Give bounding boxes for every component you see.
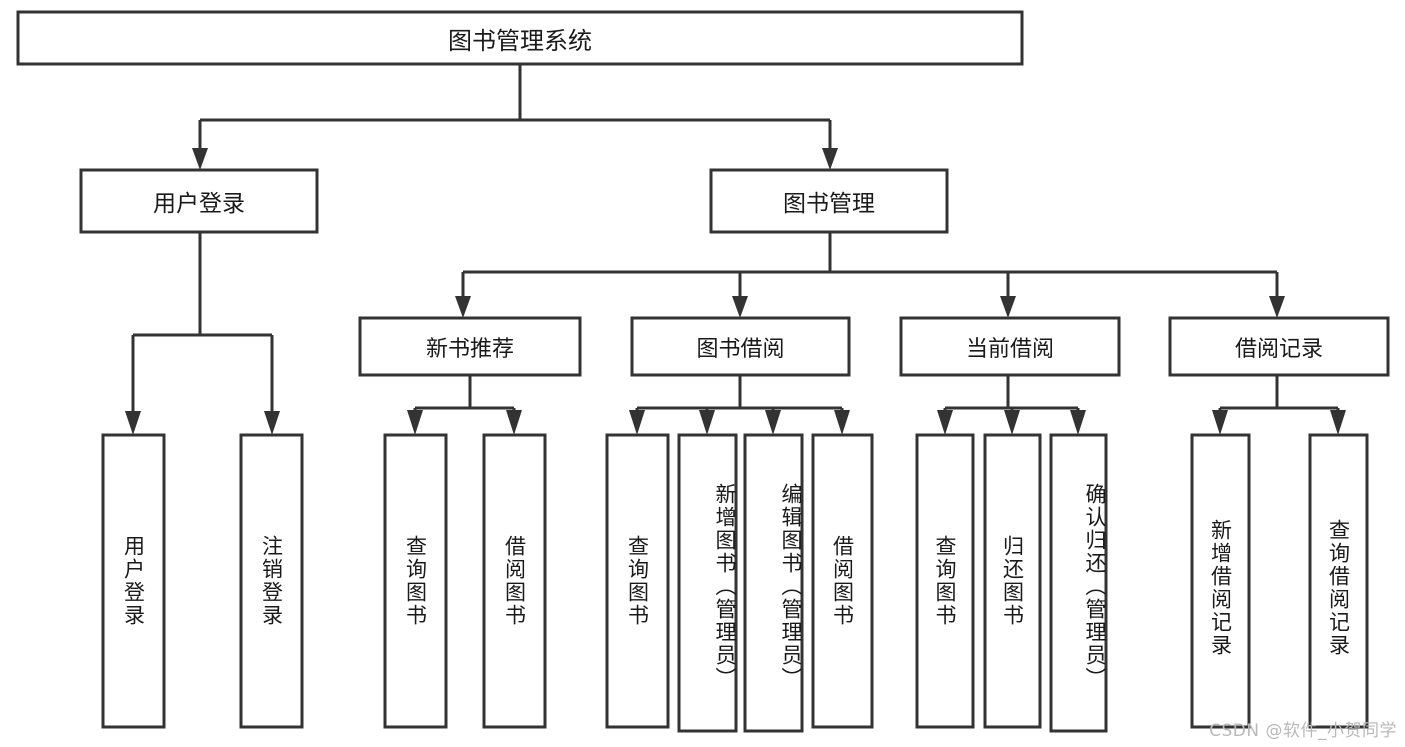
arrow-head-new-book-rec	[455, 296, 471, 318]
node-leaf-query-book-cur[interactable]	[915, 433, 975, 729]
node-leaf-query-book-rec[interactable]	[383, 433, 448, 729]
arrow-head-leaf-user-logout	[264, 411, 280, 435]
arrow-head-current-borrow	[1000, 296, 1016, 318]
node-root[interactable]	[16, 10, 1024, 66]
connector-group-book-borrow	[629, 375, 850, 435]
node-leaf-confirm-return[interactable]	[1049, 433, 1108, 733]
arrow-head-borrow-record	[1269, 296, 1285, 318]
arrow-head-user-login	[192, 148, 208, 170]
node-leaf-add-borrow-record[interactable]	[1190, 433, 1251, 729]
node-book-manage[interactable]	[709, 168, 949, 234]
arrow-head-leaf-borrow-book	[834, 410, 850, 435]
arrow-head-leaf-add-book	[699, 410, 715, 435]
arrow-head-leaf-query-book-cur	[937, 410, 953, 435]
arrow-head-leaf-user-login	[125, 411, 141, 435]
arrow-head-leaf-query-book-rec	[407, 410, 423, 435]
arrow-head-leaf-edit-book	[765, 410, 781, 435]
connector-group-borrow-record	[1212, 375, 1346, 435]
node-leaf-query-book-borrow[interactable]	[605, 433, 670, 729]
node-leaf-edit-book[interactable]	[743, 433, 804, 733]
arrow-head-leaf-add-borrow-record	[1212, 410, 1228, 435]
node-leaf-borrow-book[interactable]	[811, 433, 874, 729]
arrow-head-book-manage	[822, 148, 838, 170]
node-leaf-borrow-book-rec[interactable]	[482, 433, 547, 729]
connector-group-book-manage	[455, 232, 1285, 318]
connector-group-root	[192, 64, 838, 170]
connector-group-current-borrow	[937, 375, 1086, 435]
node-leaf-user-logout[interactable]	[239, 433, 304, 729]
arrow-head-leaf-query-book-borrow	[629, 410, 645, 435]
node-leaf-query-borrow-record[interactable]	[1308, 433, 1369, 729]
node-borrow-record[interactable]	[1168, 316, 1390, 377]
node-leaf-user-login[interactable]	[101, 433, 166, 729]
node-current-borrow[interactable]	[899, 316, 1121, 377]
arrow-head-leaf-borrow-book-rec	[506, 410, 522, 435]
node-user-login[interactable]	[79, 168, 319, 234]
arrow-head-book-borrow	[732, 296, 748, 318]
csdn-watermark: CSDN @软件_小贺同学	[1209, 721, 1397, 741]
node-leaf-add-book[interactable]	[677, 433, 738, 733]
connector-group-new-book-rec	[407, 375, 522, 435]
connector-group-user-login	[125, 232, 280, 435]
node-new-book-rec[interactable]	[358, 316, 582, 377]
arrow-head-leaf-return-book	[1004, 410, 1020, 435]
arrow-head-leaf-confirm-return	[1070, 410, 1086, 435]
node-book-borrow[interactable]	[630, 316, 851, 377]
arrow-head-leaf-query-borrow-record	[1330, 410, 1346, 435]
node-leaf-return-book[interactable]	[983, 433, 1042, 729]
